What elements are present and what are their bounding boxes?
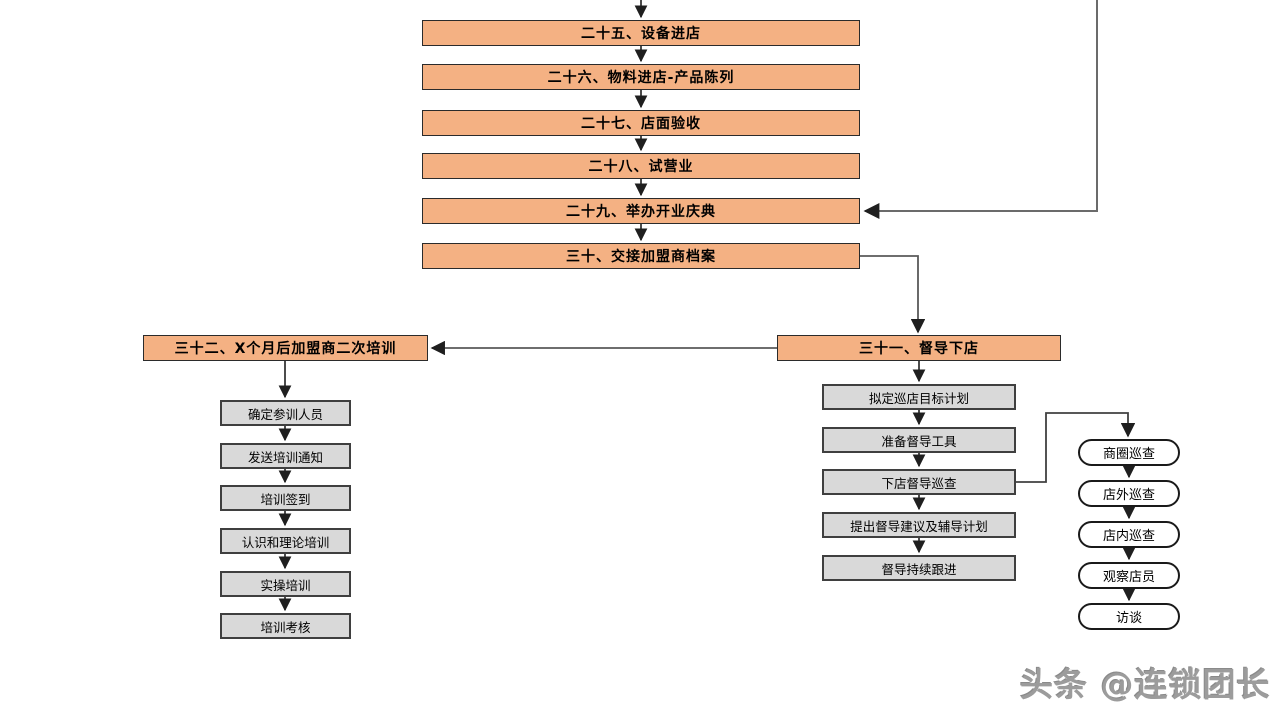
step-training-assessment: 培训考核 — [220, 613, 351, 639]
connector-loop-into-29 — [863, 0, 1098, 219]
oval-outside-store-inspection: 店外巡查 — [1078, 480, 1180, 507]
step-practical-training: 实操培训 — [220, 571, 351, 597]
stage-32-second-training: 三十二、X个月后加盟商二次培训 — [143, 335, 428, 361]
step-theory-training: 认识和理论培训 — [220, 528, 351, 554]
connector-30-31 — [860, 255, 926, 334]
step-training-signin: 培训签到 — [220, 485, 351, 511]
step-suggestions-coaching-plan: 提出督导建议及辅导计划 — [822, 512, 1016, 538]
oval-observe-staff: 观察店员 — [1078, 562, 1180, 589]
oval-interview: 访谈 — [1078, 603, 1180, 630]
stage-28-trial-operation: 二十八、试营业 — [422, 153, 860, 179]
oval-business-district-inspection: 商圈巡查 — [1078, 439, 1180, 466]
step-confirm-trainees: 确定参训人员 — [220, 400, 351, 426]
stage-30-handover-franchisee-files: 三十、交接加盟商档案 — [422, 243, 860, 269]
watermark-text: 头条 @连锁团长 — [1020, 665, 1271, 704]
stage-29-opening-ceremony: 二十九、举办开业庆典 — [422, 198, 860, 224]
connector-inspection-to-ovals — [1016, 412, 1136, 483]
stage-27-store-acceptance: 二十七、店面验收 — [422, 110, 860, 136]
step-send-training-notice: 发送培训通知 — [220, 443, 351, 469]
stage-31-supervision-visit: 三十一、督导下店 — [777, 335, 1061, 361]
step-continuous-followup: 督导持续跟进 — [822, 555, 1016, 581]
oval-inside-store-inspection: 店内巡查 — [1078, 521, 1180, 548]
stage-25-equipment-into-store: 二十五、设备进店 — [422, 20, 860, 46]
step-prepare-tools: 准备督导工具 — [822, 427, 1016, 453]
stage-26-materials-product-display: 二十六、物料进店-产品陈列 — [422, 64, 860, 90]
step-store-inspection: 下店督导巡查 — [822, 469, 1016, 495]
step-inspection-plan: 拟定巡店目标计划 — [822, 384, 1016, 410]
